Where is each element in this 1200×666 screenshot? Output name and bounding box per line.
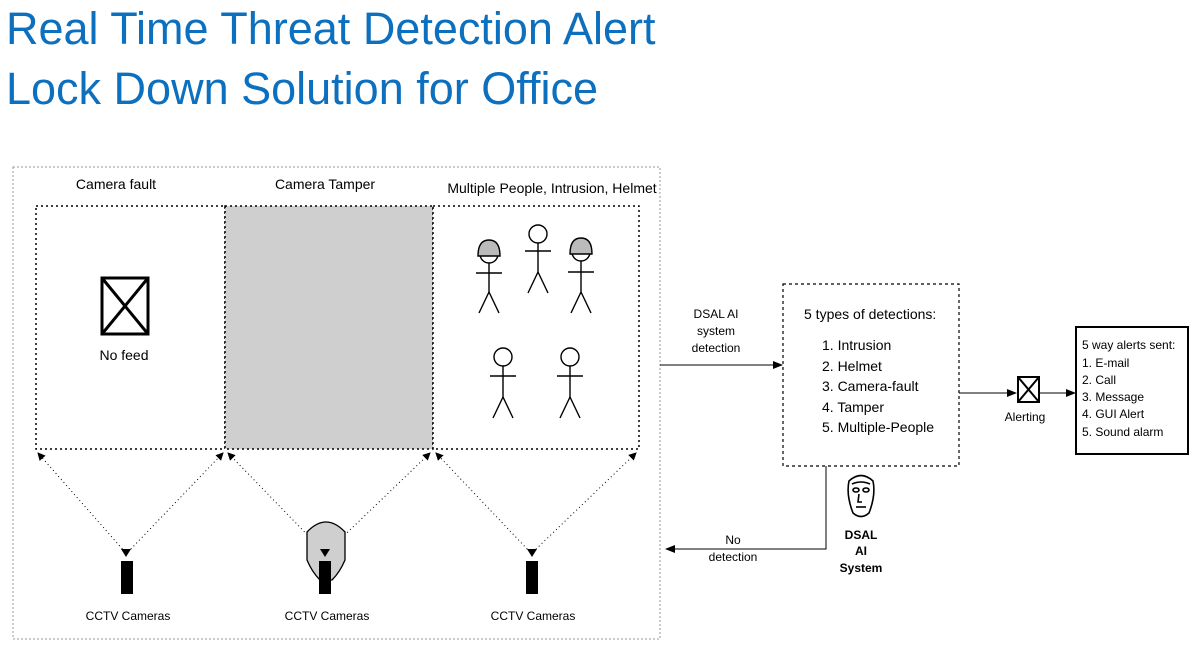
detection-flow-label-3: detection (692, 341, 741, 355)
alerts-box (1075, 326, 1189, 455)
camera-2-view-lines (227, 452, 431, 553)
detection-flow-label-2: system (697, 324, 735, 338)
alerting-label: Alerting (1005, 410, 1046, 424)
multiple-people-label: Multiple People, Intrusion, Helmet (447, 180, 656, 196)
camera-tamper-label: Camera Tamper (275, 176, 375, 192)
camera-tamper-panel (224, 205, 434, 450)
detection-item: 4. Tamper (822, 399, 884, 415)
detections-header: 5 types of detections: (804, 306, 936, 322)
ai-system-label-1: DSAL (845, 528, 878, 542)
no-feed-icon (100, 276, 150, 336)
person-helmet-icon (568, 237, 594, 314)
alert-item: 1. E-mail (1082, 356, 1129, 370)
detection-item: 5. Multiple-People (822, 419, 934, 435)
cctv-camera-icon (121, 549, 133, 594)
office-boundary (12, 166, 661, 640)
camera-fault-label: Camera fault (76, 176, 156, 192)
person-icon (525, 224, 551, 294)
multiple-people-panel (432, 205, 640, 450)
camera-1-view-lines (37, 452, 224, 553)
cctv-camera-tampered-icon (306, 521, 346, 594)
no-detection-label-1: No (725, 533, 741, 547)
detection-item: 1. Intrusion (822, 337, 891, 353)
person-icon (490, 347, 516, 419)
ai-system-label-3: System (840, 561, 883, 575)
title-line-1: Real Time Threat Detection Alert (6, 3, 656, 54)
alert-item: 2. Call (1082, 373, 1116, 387)
detection-item: 3. Camera-fault (822, 378, 919, 394)
person-helmet-icon (476, 239, 502, 314)
ai-system-label-2: AI (855, 544, 867, 558)
alerting-icon (1017, 376, 1040, 403)
alerts-header: 5 way alerts sent: (1082, 338, 1175, 352)
no-feed-label: No feed (99, 347, 148, 363)
detections-box (782, 283, 960, 467)
alert-item: 5. Sound alarm (1082, 425, 1163, 439)
no-detection-label-2: detection (709, 550, 758, 564)
camera-3-view-lines (435, 452, 637, 553)
alert-item: 4. GUI Alert (1082, 407, 1145, 421)
cctv-camera-icon (526, 549, 538, 594)
no-detection-arrow (665, 466, 827, 553)
cctv-cameras-label-3: CCTV Cameras (491, 609, 576, 623)
detection-flow-label-1: DSAL AI (694, 307, 739, 321)
title-line-2: Lock Down Solution for Office (6, 63, 598, 114)
cctv-cameras-label-1: CCTV Cameras (86, 609, 171, 623)
detection-item: 2. Helmet (822, 358, 882, 374)
cctv-cameras-label-2: CCTV Cameras (285, 609, 370, 623)
alert-item: 3. Message (1082, 390, 1144, 404)
person-icon (557, 347, 583, 419)
ai-face-icon (847, 474, 875, 518)
